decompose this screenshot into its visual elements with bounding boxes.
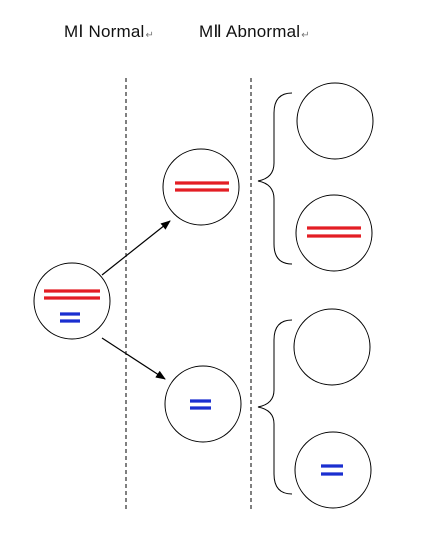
mii-cell-2 xyxy=(295,194,373,272)
blue-chromosome-pair xyxy=(321,464,343,476)
mii-abnormal-label: MⅡ Abnormal↵ xyxy=(199,22,310,42)
mii-cell-3-empty xyxy=(293,308,371,386)
red-chromosome-pair xyxy=(175,181,229,192)
mi-cell-lower xyxy=(164,365,242,443)
paragraph-mark-icon: ↵ xyxy=(301,30,310,41)
bracket-upper xyxy=(257,92,293,265)
paragraph-mark-icon: ↵ xyxy=(145,30,155,41)
mii-cell-4 xyxy=(294,431,372,509)
mi-cell-upper xyxy=(162,148,240,226)
parent-cell xyxy=(33,262,111,340)
blue-chromosome-pair xyxy=(190,399,211,410)
mi-normal-label: MⅠ Normal↵ xyxy=(64,22,154,42)
red-chromosome-pair xyxy=(307,226,361,238)
mi-normal-text: MⅠ Normal xyxy=(64,22,145,41)
red-chromosome-pair xyxy=(44,289,100,300)
arrow-to-lower-cell xyxy=(101,337,166,380)
mii-abnormal-text: MⅡ Abnormal xyxy=(199,22,301,41)
blue-chromosome-pair xyxy=(60,312,80,323)
arrow-to-upper-cell xyxy=(101,220,171,276)
mii-cell-1-empty xyxy=(296,82,374,160)
bracket-lower xyxy=(257,319,293,495)
